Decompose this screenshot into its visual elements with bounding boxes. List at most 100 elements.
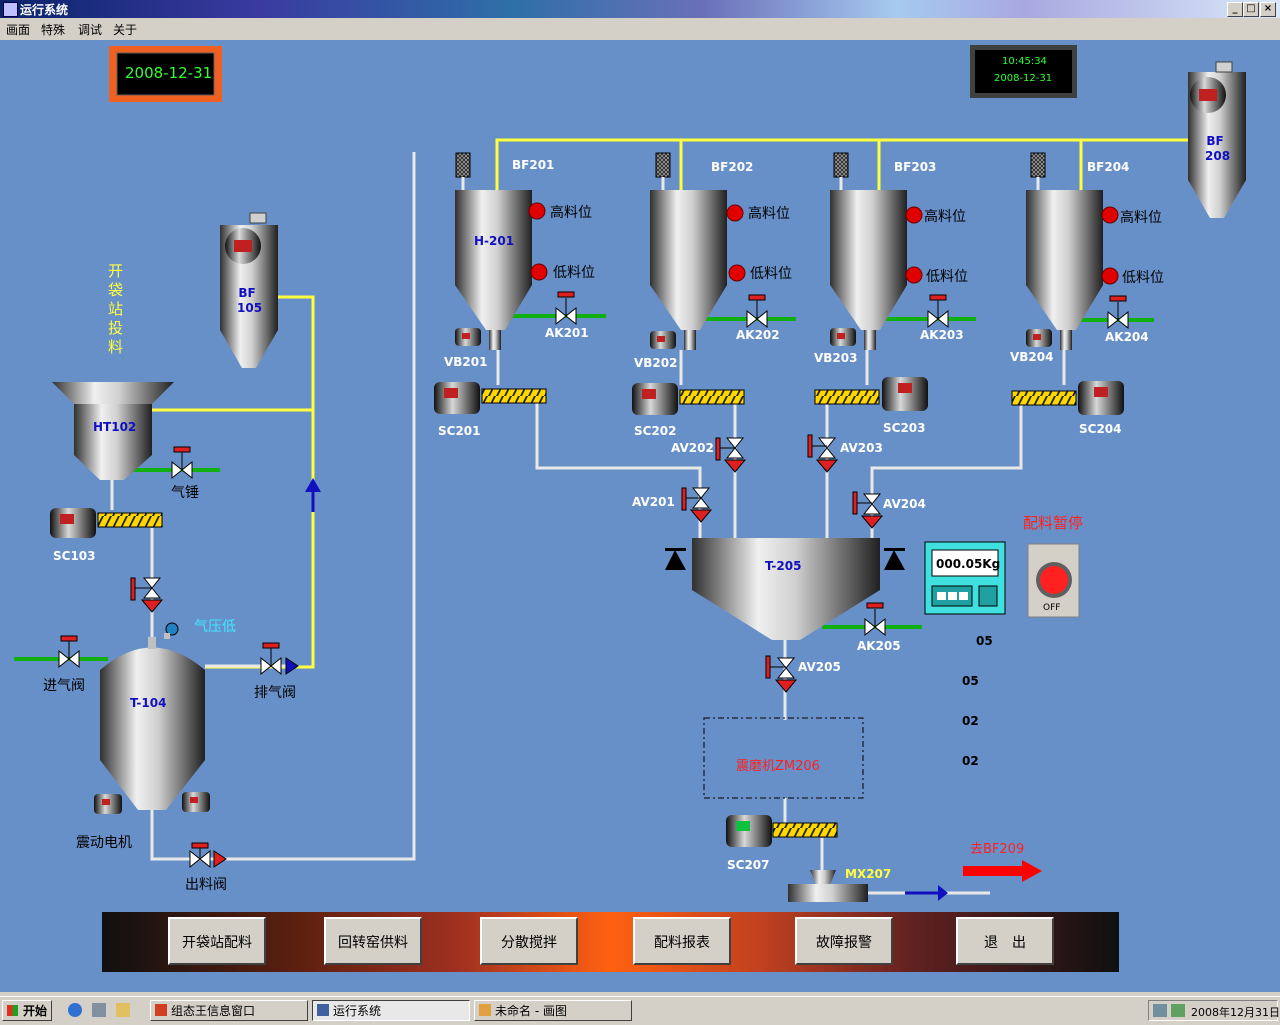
screw-conveyors — [97, 388, 1077, 838]
motor-vb204 — [1026, 329, 1052, 347]
pause-button[interactable] — [1036, 562, 1072, 598]
sc204-label: SC204 — [1079, 422, 1122, 436]
ie-icon[interactable] — [68, 1003, 82, 1017]
ak204-label: AK204 — [1105, 330, 1149, 344]
t205-label: T-205 — [765, 559, 802, 573]
title-bar: 运行系统 _ □ × — [0, 0, 1280, 18]
taskbar-clock[interactable]: 2008年12月31日 — [1191, 1006, 1280, 1019]
outlet-valve-label: 出料阀 — [185, 877, 227, 893]
start-button[interactable]: 开始 — [2, 1000, 52, 1021]
sc103-label: SC103 — [53, 549, 96, 563]
dispersion-mixing-button[interactable]: 分散搅拌 — [480, 917, 578, 965]
bf201-label: BF201 — [512, 158, 555, 172]
air-valves — [58, 291, 1129, 869]
fault-alarm-button[interactable]: 故障报警 — [795, 917, 893, 965]
menu-screen[interactable]: 画面 — [6, 23, 31, 37]
filter-bf105 — [220, 212, 278, 368]
low-level-label: 低料位 — [553, 265, 595, 281]
valve-ak201 — [555, 291, 577, 326]
off-label: OFF — [1043, 603, 1061, 613]
button-bar — [102, 912, 1119, 972]
menu-debug[interactable]: 调试 — [78, 23, 103, 37]
mill-zm206-frame — [703, 717, 864, 799]
hopper-ht102 — [52, 382, 174, 480]
task-info-window[interactable]: 组态王信息窗口 — [150, 1000, 308, 1021]
bf202-label: BF202 — [711, 160, 754, 174]
vb202-label: VB202 — [634, 356, 678, 370]
valve-ak205 — [864, 602, 886, 637]
valve-outlet — [189, 842, 227, 869]
app-icon — [3, 2, 18, 17]
low-pressure-label: 气压低 — [194, 619, 236, 635]
high-level-label: 高料位 — [1120, 210, 1162, 226]
pause-label: 配料暂停 — [1023, 514, 1084, 532]
valve-ak202 — [746, 294, 768, 329]
station-label: 开袋站投料 — [108, 262, 124, 356]
motor-sc207 — [726, 815, 772, 847]
date-screen — [116, 52, 215, 96]
motor-sc103 — [50, 508, 96, 538]
hammer-label: 气锤 — [171, 485, 199, 501]
motor-sc204 — [1078, 381, 1124, 415]
desktop-icon[interactable] — [92, 1003, 106, 1017]
bf105-label: BF 105 — [237, 286, 263, 315]
valve-av201 — [681, 487, 713, 523]
windows-logo-icon — [7, 1005, 18, 1016]
valve-inlet — [58, 635, 80, 669]
bf204-label: BF204 — [1087, 160, 1130, 174]
h201-label: H-201 — [474, 234, 515, 248]
task-label: 未命名 - 画图 — [495, 1004, 567, 1018]
scale-weight: 000.05Kg — [936, 557, 1001, 571]
zm206-label: 震磨机ZM206 — [736, 759, 820, 774]
bag-station-batching-button[interactable]: 开袋站配料 — [168, 917, 266, 965]
bf203-label: BF203 — [894, 160, 937, 174]
network-icon[interactable] — [1153, 1004, 1167, 1017]
motors — [50, 328, 1124, 847]
exit-button[interactable]: 退 出 — [956, 917, 1054, 965]
task-paint[interactable]: 未命名 - 画图 — [474, 1000, 632, 1021]
av203-label: AV203 — [840, 441, 883, 455]
material-valves — [130, 434, 884, 693]
reading-value: 02 — [962, 754, 979, 768]
av204-label: AV204 — [883, 497, 926, 511]
sc201-label: SC201 — [438, 424, 481, 438]
filter-bf208 — [1188, 61, 1246, 218]
tray-icon[interactable] — [1171, 1004, 1185, 1017]
t104-label: T-104 — [130, 696, 167, 710]
date-display: 2008-12-31 — [125, 64, 213, 82]
clock-date: 2008-12-31 — [994, 73, 1053, 84]
kiln-feed-button[interactable]: 回转窑供料 — [324, 917, 422, 965]
sc202-label: SC202 — [634, 424, 677, 438]
valve-exhaust — [260, 642, 299, 676]
vessel-t104 — [100, 637, 205, 810]
reading-value: 05 — [976, 634, 993, 648]
ak201-label: AK201 — [545, 326, 589, 340]
ht102-label: HT102 — [93, 420, 137, 434]
restore-button[interactable]: □ — [1243, 2, 1259, 17]
system-tray: 2008年12月31日 — [1148, 1000, 1280, 1021]
clock-time: 10:45:34 — [1002, 56, 1047, 67]
menu-about[interactable]: 关于 — [113, 23, 138, 37]
valve-ak204 — [1107, 295, 1129, 330]
motor-sc201 — [434, 382, 480, 414]
high-level-label: 高料位 — [748, 206, 790, 222]
reading-value: 02 — [962, 714, 979, 728]
menu-special[interactable]: 特殊 — [41, 23, 66, 37]
vb204-label: VB204 — [1010, 350, 1054, 364]
motor-sc202 — [632, 383, 678, 415]
ak205-label: AK205 — [857, 639, 901, 653]
taskbar: 开始 组态王信息窗口 运行系统 未命名 - 画图 2008年12月31日 — [0, 996, 1280, 1025]
clock-screen — [975, 50, 1072, 93]
paint-icon — [479, 1004, 491, 1016]
app-icon — [317, 1004, 329, 1016]
batching-report-button[interactable]: 配料报表 — [633, 917, 731, 965]
close-button[interactable]: × — [1260, 2, 1276, 17]
vb203-label: VB203 — [814, 351, 858, 365]
task-runtime-system[interactable]: 运行系统 — [312, 1000, 470, 1021]
inlet-valve-label: 进气阀 — [43, 678, 85, 694]
minimize-button[interactable]: _ — [1227, 2, 1243, 17]
low-level-label: 低料位 — [1122, 270, 1164, 286]
quicklaunch-icon[interactable] — [116, 1003, 130, 1017]
motor-sc203 — [882, 377, 928, 411]
